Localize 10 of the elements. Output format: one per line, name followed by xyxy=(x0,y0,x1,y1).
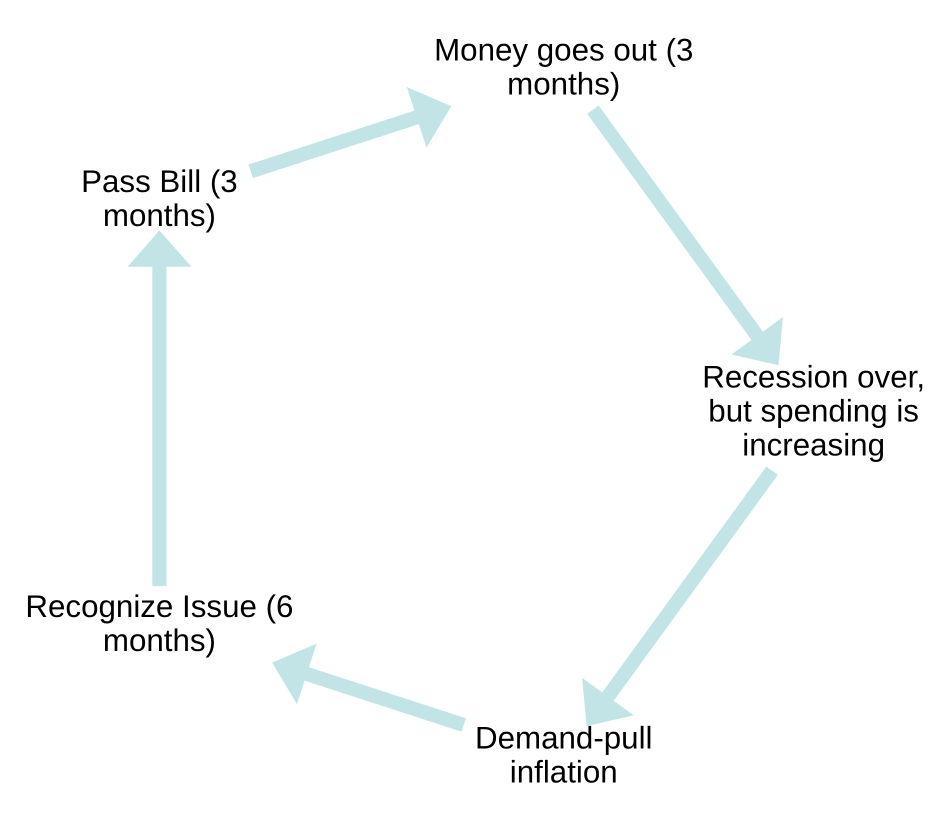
arrow xyxy=(248,87,452,178)
node-text: Recession over, but spending is increasing xyxy=(702,359,926,463)
arrow xyxy=(587,106,783,366)
node-text: Recognize Issue (6 months) xyxy=(25,588,294,658)
arrow xyxy=(128,230,192,586)
node-text: Demand-pull inflation xyxy=(474,720,653,790)
arrow xyxy=(582,466,778,726)
arrow xyxy=(272,644,466,732)
node-text: Money goes out (3 months) xyxy=(434,32,694,102)
node-text: Pass Bill (3 months) xyxy=(81,164,238,233)
